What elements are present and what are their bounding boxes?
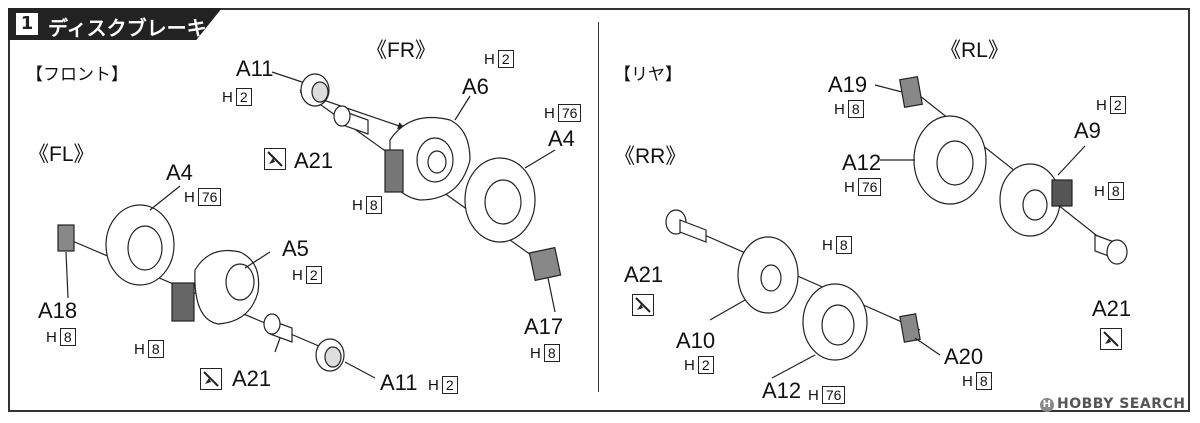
step-header: 1 ディスクブレーキ <box>8 8 222 40</box>
part-label-a18: A18 <box>38 298 78 323</box>
part-label-a17: A17 <box>524 314 564 339</box>
step-title: ディスクブレーキ <box>48 16 207 40</box>
rear-section-label: 【リヤ】 <box>614 65 682 84</box>
part-label-a20: A20 <box>944 344 984 369</box>
rl-caliper <box>1051 179 1073 207</box>
part-label-a9: A9 <box>1074 118 1101 143</box>
fl-caliper <box>171 282 195 322</box>
part-label-a21-fl: A21 <box>232 366 272 391</box>
hobby-search-logo-icon: H <box>1040 398 1054 412</box>
part-label-a5: A5 <box>282 236 309 261</box>
section-divider <box>598 22 599 392</box>
part-label-a12-rr: A12 <box>762 378 802 403</box>
fr-caliper-a17 <box>528 246 562 282</box>
rl-view-label: 《RL》 <box>940 39 1009 62</box>
fl-view-label: 《FL》 <box>28 143 95 166</box>
cement-icon-a21-fr <box>264 148 286 170</box>
instruction-frame <box>8 8 1190 412</box>
part-label-a21-rl: A21 <box>1092 296 1132 321</box>
fr-view-label: 《FR》 <box>366 39 436 62</box>
cement-icon-a21-fl <box>200 368 222 390</box>
part-label-a11-fl: A11 <box>380 370 418 395</box>
step-number: 1 <box>16 13 38 35</box>
rr-view-label: 《RR》 <box>614 145 687 168</box>
part-label-a21-rr: A21 <box>624 262 664 287</box>
part-label-a4-fl: A4 <box>166 160 193 185</box>
fl-caliper-a18 <box>57 224 75 252</box>
cement-icon-a21-rl <box>1100 328 1122 350</box>
part-label-a12-rl: A12 <box>842 150 882 175</box>
rr-caliper-a20 <box>899 313 921 343</box>
rl-caliper-a19 <box>899 75 923 109</box>
part-label-a11-fr: A11 <box>236 56 274 81</box>
front-section-label: 【フロント】 <box>26 65 128 84</box>
part-label-a4-fr: A4 <box>548 126 575 151</box>
part-label-a21-fr: A21 <box>294 148 334 173</box>
fr-caliper <box>384 149 404 193</box>
part-label-a6: A6 <box>462 74 489 99</box>
cement-icon-a21-rr <box>632 294 654 316</box>
part-label-a10: A10 <box>676 328 716 353</box>
part-label-a19: A19 <box>828 72 868 97</box>
